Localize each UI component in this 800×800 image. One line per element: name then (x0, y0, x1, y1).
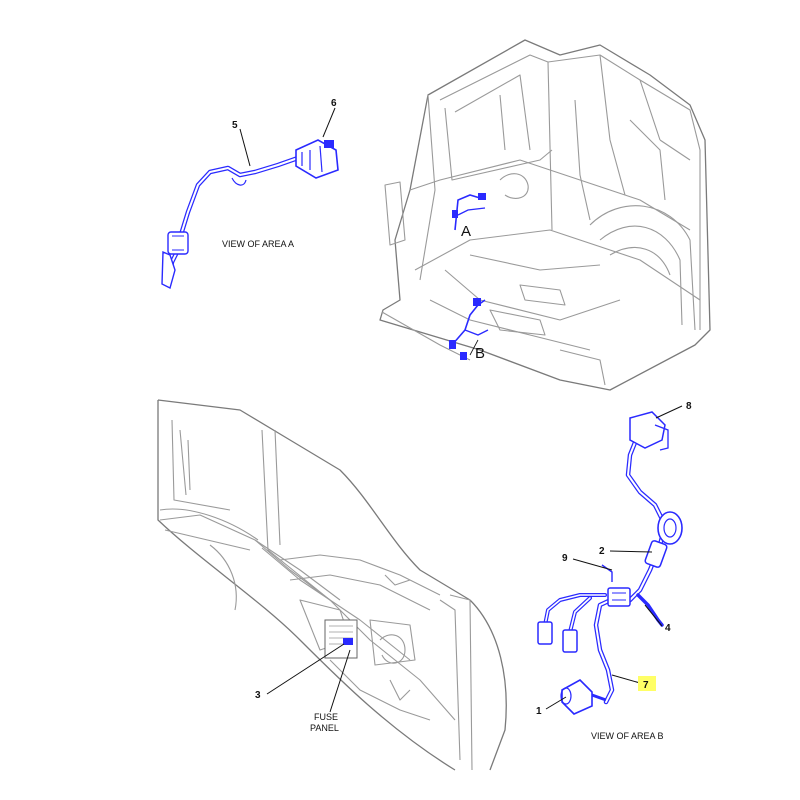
area-a-harness (161, 139, 339, 290)
cab-frame-drawing (379, 39, 711, 391)
callout-8: 8 (686, 401, 692, 412)
callout-3: 3 (255, 690, 261, 701)
callout-6: 6 (331, 98, 337, 109)
cab-harness-b (449, 298, 489, 360)
fuse-panel-label-line1: FUSE (314, 712, 338, 722)
area-a-marker: A (461, 223, 471, 240)
callout-7: 7 (643, 680, 649, 691)
callout-1: 1 (536, 706, 542, 717)
area-b-marker: B (475, 345, 485, 362)
cab-harness-a (452, 193, 486, 231)
fuse-panel-graphic (324, 619, 358, 659)
area-b-harness (537, 411, 683, 715)
cab-interior-drawing (157, 399, 507, 771)
callout-7-highlight (638, 676, 656, 691)
callout-9: 9 (562, 553, 568, 564)
fuse-panel-label-line2: PANEL (310, 723, 339, 733)
view-of-area-b-label: VIEW OF AREA B (591, 731, 664, 741)
view-of-area-a-label: VIEW OF AREA A (222, 239, 294, 249)
callout-5: 5 (232, 120, 238, 131)
callout-2: 2 (599, 546, 605, 557)
callout-4: 4 (665, 623, 671, 634)
